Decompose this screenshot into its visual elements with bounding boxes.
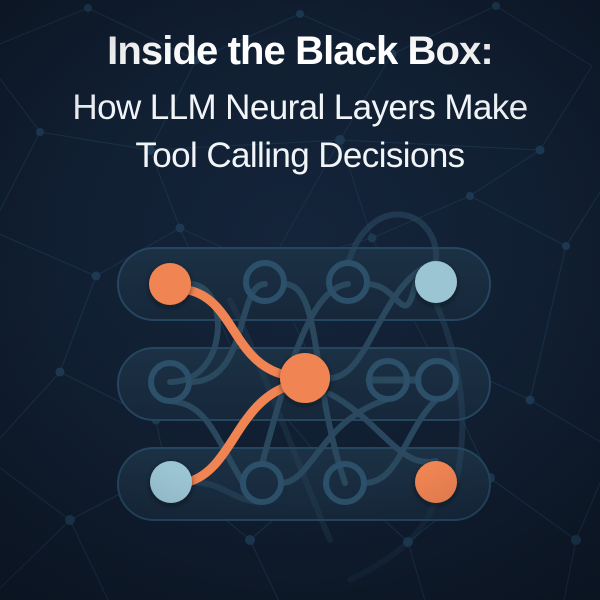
node-2-2-orange-active[interactable] (280, 353, 330, 403)
node-1-1-orange[interactable] (149, 263, 191, 305)
node-1-4-blue[interactable] (415, 261, 457, 303)
node-3-1-blue[interactable] (150, 461, 192, 503)
node-3-4-orange[interactable] (415, 461, 457, 503)
